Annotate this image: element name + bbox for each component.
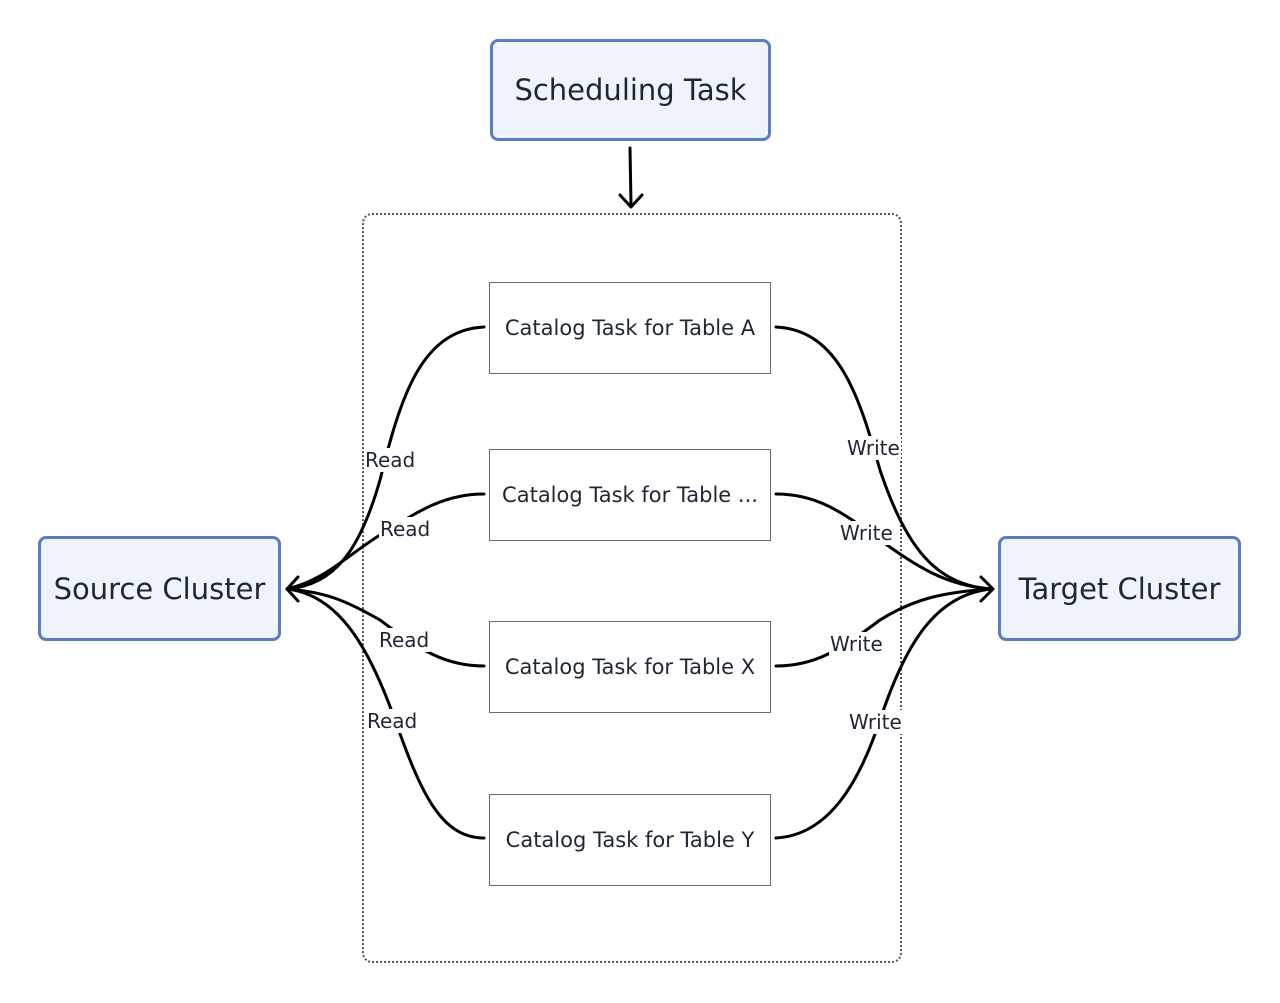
scheduling-task-node[interactable]: Scheduling Task — [490, 39, 771, 141]
scheduling-task-label: Scheduling Task — [514, 73, 747, 107]
source-cluster-label: Source Cluster — [53, 571, 266, 606]
write-edge-table-x — [774, 587, 994, 668]
read-edge-label: Read — [364, 448, 417, 472]
write-edge-label: Write — [839, 521, 894, 545]
read-edge-label: Read — [366, 709, 419, 733]
read-edge-table-ellipsis — [285, 492, 486, 591]
read-edge-table-a — [285, 325, 486, 591]
write-edge-label: Write — [846, 436, 901, 460]
catalog-task-node[interactable]: Catalog Task for Table Y — [489, 794, 771, 886]
target-cluster-label: Target Cluster — [1018, 571, 1221, 606]
read-edge-table-x — [285, 587, 486, 668]
source-arrow-head — [285, 575, 300, 603]
target-cluster-node[interactable]: Target Cluster — [998, 536, 1241, 641]
read-edge-label: Read — [379, 517, 432, 541]
write-edge-table-a — [774, 325, 994, 591]
write-edge-label: Write — [829, 632, 884, 656]
catalog-task-label: Catalog Task for Table A — [504, 316, 756, 340]
catalog-task-label: Catalog Task for Table ... — [502, 483, 758, 507]
catalog-task-label: Catalog Task for Table X — [504, 655, 756, 679]
catalog-task-group-frame — [362, 213, 902, 963]
catalog-task-label: Catalog Task for Table Y — [505, 828, 755, 852]
source-cluster-node[interactable]: Source Cluster — [38, 536, 281, 641]
write-edge-label: Write — [848, 710, 903, 734]
catalog-task-node[interactable]: Catalog Task for Table A — [489, 282, 771, 374]
catalog-task-node[interactable]: Catalog Task for Table ... — [489, 449, 771, 541]
catalog-task-node[interactable]: Catalog Task for Table X — [489, 621, 771, 713]
scheduling-arrow-head — [618, 193, 644, 209]
target-arrow-head — [979, 575, 995, 603]
read-edge-label: Read — [378, 628, 431, 652]
scheduling-arrow — [628, 146, 633, 207]
